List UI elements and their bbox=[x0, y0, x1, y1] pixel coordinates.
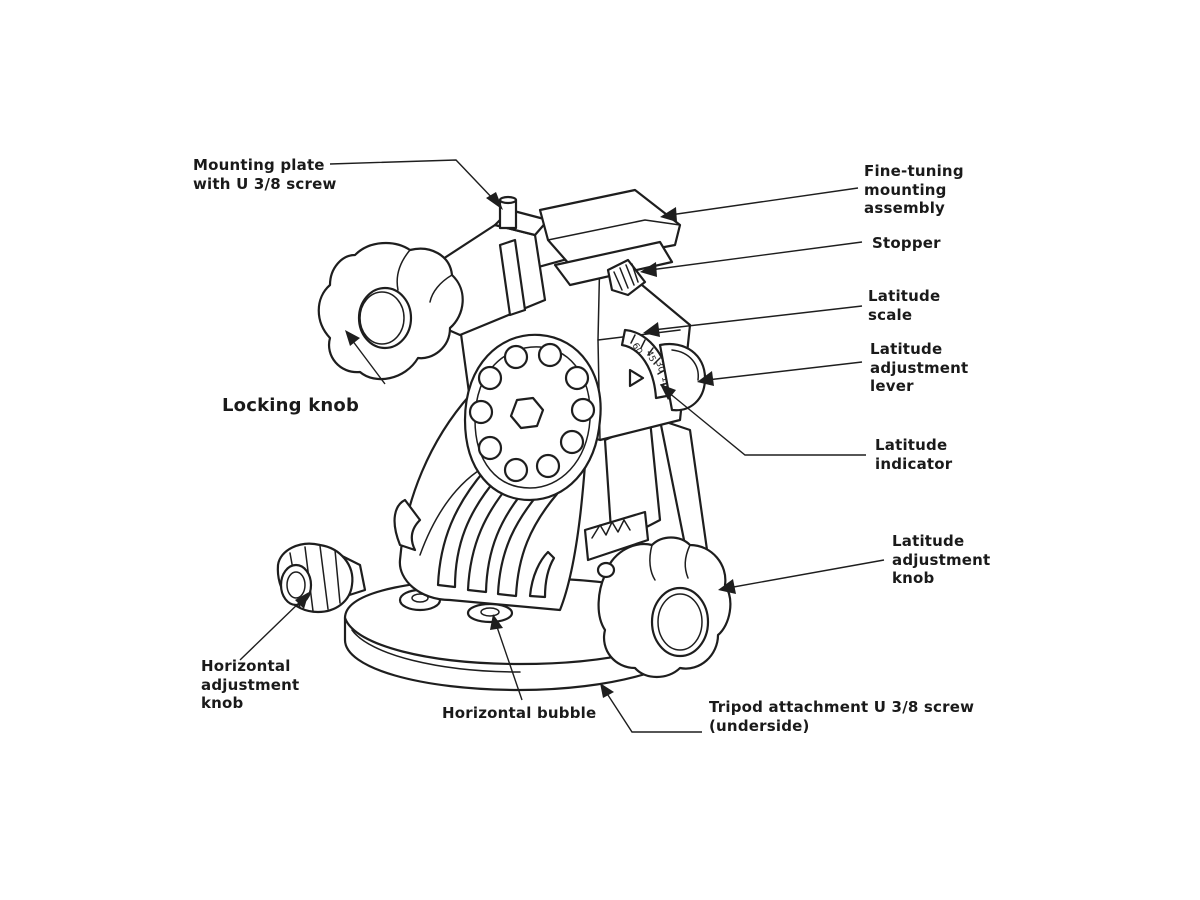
leader-latitude-knob bbox=[718, 559, 885, 594]
label-latitude-scale: Latitude scale bbox=[868, 287, 941, 324]
label-latitude-indicator: Latitude indicator bbox=[875, 436, 953, 473]
leader-mounting-plate bbox=[329, 159, 503, 210]
horizontal-adjustment-knob bbox=[276, 542, 367, 614]
latitude-scale: 60 45 30 15 0 bbox=[620, 328, 673, 400]
leader-horizontal-bubble bbox=[490, 614, 523, 701]
latitude-adjustment-knob bbox=[596, 536, 732, 679]
leader-tripod bbox=[600, 683, 702, 733]
horizontal-bubble bbox=[466, 602, 514, 624]
locking-knob bbox=[317, 241, 464, 381]
label-tripod-attachment: Tripod attachment U 3/8 screw (underside… bbox=[709, 698, 975, 735]
label-stopper: Stopper bbox=[872, 234, 941, 252]
leader-stopper bbox=[640, 241, 863, 277]
leader-horizontal-knob bbox=[239, 592, 309, 661]
leader-latitude-scale bbox=[643, 305, 863, 337]
mounting-plate bbox=[498, 188, 682, 287]
label-horizontal-adjustment-knob: Horizontal adjustment knob bbox=[201, 657, 300, 712]
label-locking-knob: Locking knob bbox=[222, 395, 360, 416]
leader-latitude-indicator bbox=[660, 384, 866, 456]
leader-latitude-lever bbox=[697, 361, 863, 386]
scale-tick-45: 45 bbox=[643, 349, 657, 364]
label-mounting-plate: Mounting plate with U 3/8 screw bbox=[193, 156, 337, 193]
label-latitude-adjustment-lever: Latitude adjustment lever bbox=[870, 340, 969, 395]
leader-locking-knob bbox=[345, 330, 386, 385]
label-fine-tuning: Fine-tuning mounting assembly bbox=[864, 162, 964, 217]
label-horizontal-bubble: Horizontal bubble bbox=[442, 704, 597, 722]
leader-fine-tuning bbox=[660, 187, 859, 222]
label-latitude-adjustment-knob: Latitude adjustment knob bbox=[892, 532, 991, 587]
latitude-indicator bbox=[628, 368, 645, 388]
scale-tick-15: 15 bbox=[659, 376, 671, 389]
stopper bbox=[606, 258, 647, 297]
rotation-disc bbox=[463, 333, 602, 502]
